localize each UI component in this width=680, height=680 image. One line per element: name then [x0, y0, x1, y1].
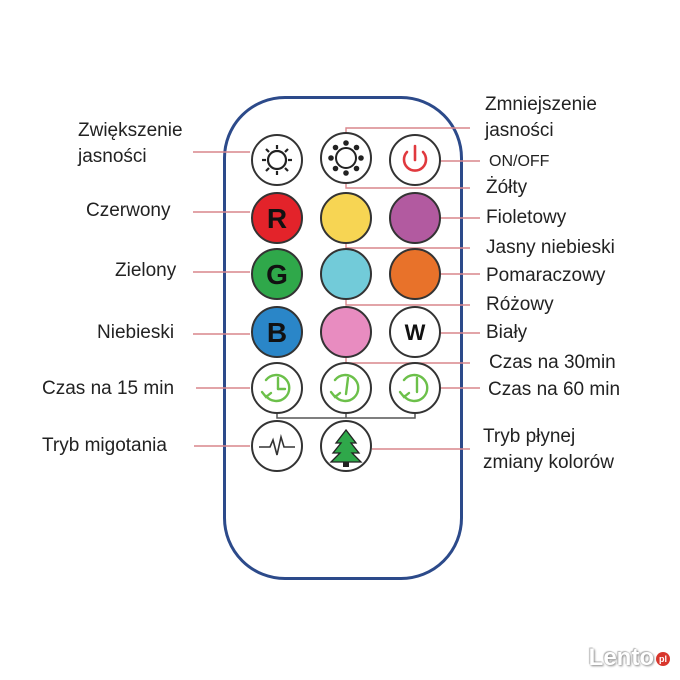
timer-30-icon	[329, 373, 360, 403]
blue-button[interactable]: B	[251, 306, 303, 358]
watermark-tld: pl	[656, 651, 670, 666]
label-light-blue: Jasny niebieski	[486, 237, 615, 258]
label-white: Biały	[486, 322, 528, 343]
label-smooth-mode: Tryb płynej zmiany kolorów	[483, 426, 614, 473]
label-timer-30: Czas na 30min	[489, 352, 616, 373]
timer-15-button[interactable]	[251, 362, 303, 414]
label-blue: Niebieski	[97, 322, 175, 343]
green-button-letter: G	[266, 259, 288, 290]
watermark-brand: Lento	[588, 644, 654, 671]
leader-yellow	[345, 183, 470, 189]
yellow-button[interactable]	[320, 192, 372, 244]
blue-button-letter: B	[267, 317, 287, 348]
pink-button[interactable]	[320, 306, 372, 358]
timer-60-icon	[398, 373, 429, 403]
white-button[interactable]: W	[389, 306, 441, 358]
brightness-down-button[interactable]	[320, 132, 372, 184]
tree-icon	[329, 428, 363, 467]
brightness-down-icon	[328, 140, 364, 176]
label-brightness-up: Zwiększenie jasności	[78, 120, 183, 167]
light-blue-button[interactable]	[320, 248, 372, 300]
smooth-mode-button[interactable]	[320, 420, 372, 472]
power-icon	[402, 144, 428, 172]
label-timer-15: Czas na 15 min	[42, 378, 175, 399]
flash-mode-button[interactable]	[251, 420, 303, 472]
label-orange: Pomaraczowy	[486, 265, 606, 286]
timer-15-icon	[260, 373, 291, 403]
brightness-up-icon	[262, 145, 292, 175]
brightness-up-button[interactable]	[251, 134, 303, 186]
red-button-letter: R	[267, 203, 287, 234]
violet-button[interactable]	[389, 192, 441, 244]
label-timer-60: Czas na 60 min	[488, 379, 621, 400]
green-button[interactable]: G	[251, 248, 303, 300]
power-button[interactable]	[389, 134, 441, 186]
label-pink: Różowy	[486, 294, 554, 315]
white-button-letter: W	[405, 320, 426, 345]
label-violet: Fioletowy	[486, 207, 567, 228]
label-red: Czerwony	[86, 200, 171, 221]
label-flash-mode: Tryb migotania	[42, 435, 167, 456]
red-button[interactable]: R	[251, 192, 303, 244]
label-yellow: Żółty	[486, 177, 528, 198]
pulse-wave-icon	[259, 433, 295, 456]
orange-button[interactable]	[389, 248, 441, 300]
label-on-off: ON/OFF	[489, 153, 550, 170]
leader-pink	[345, 300, 470, 306]
timer-30-button[interactable]	[320, 362, 372, 414]
timer-60-button[interactable]	[389, 362, 441, 414]
label-brightness-down: Zmniejszenie jasności	[485, 94, 597, 141]
label-green: Zielony	[115, 260, 177, 281]
leader-brightness-down	[345, 127, 470, 133]
